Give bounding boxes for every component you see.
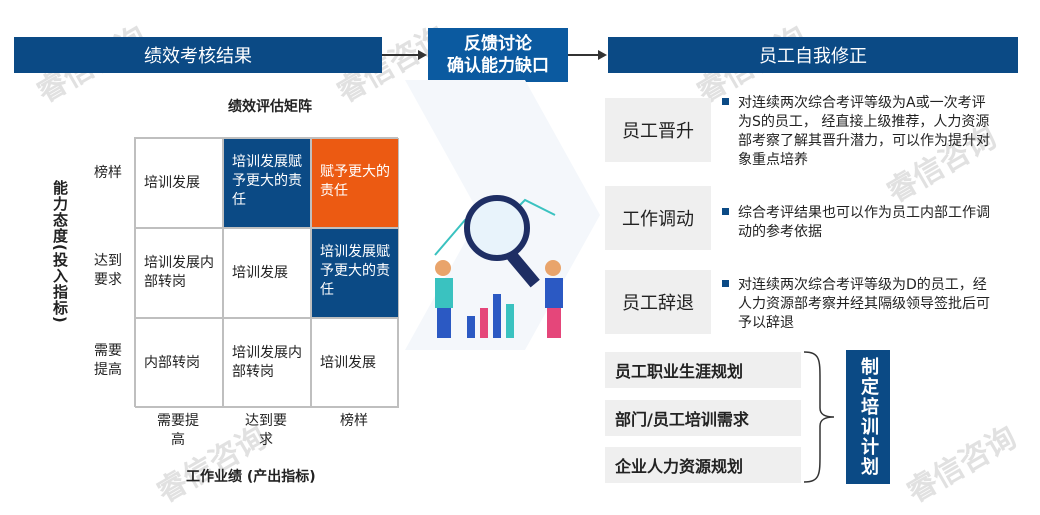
action-description: 对连续两次综合考评等级为D的员工，经人力资源部考察并经其隔级领导签批后可予以辞退	[722, 276, 992, 333]
flow-arrow	[568, 54, 600, 56]
flow-arrow-head	[418, 50, 427, 60]
bullet-icon	[722, 280, 729, 287]
evaluation-matrix: 培训发展 培训发展赋予更大的责任 赋予更大的责任 培训发展内部转岗 培训发展 培…	[134, 137, 399, 408]
bar-icon	[506, 304, 514, 338]
bar-icon	[493, 294, 501, 338]
person-body-icon	[435, 278, 453, 308]
action-description-text: 对连续两次综合考评等级为D的员工，经人力资源部考察并经其隔级领导签批后可予以辞退	[738, 277, 990, 331]
x-axis-label: 工作业绩 (产出指标)	[186, 469, 316, 485]
action-description: 综合考评结果也可以作为员工内部工作调动的参考依据	[722, 204, 992, 242]
matrix-cell: 培训发展内部转岗	[135, 228, 223, 318]
results-header: 绩效考核结果	[14, 37, 382, 73]
person-legs-icon	[547, 308, 561, 338]
matrix-cell: 培训发展	[135, 138, 223, 228]
feedback-header: 反馈讨论 确认能力缺口	[428, 28, 568, 82]
brace-icon	[803, 351, 835, 483]
person-legs-icon	[437, 308, 451, 338]
row-label: 榜样	[94, 165, 122, 181]
person-head-icon	[545, 260, 561, 276]
matrix-cell: 赋予更大的责任	[311, 138, 399, 228]
matrix-cell: 培训发展	[311, 318, 399, 408]
bullet-icon	[722, 208, 729, 215]
row-label: 达到要求	[94, 253, 122, 288]
bullet-icon	[722, 98, 729, 105]
matrix-cell: 培训发展内部转岗	[223, 318, 311, 408]
matrix-cell: 培训发展	[223, 228, 311, 318]
plan-item: 部门/员工培训需求	[605, 400, 801, 436]
flow-arrow	[382, 54, 420, 56]
col-label: 达到要求	[245, 413, 287, 448]
col-label: 榜样	[340, 413, 368, 429]
results-header-label: 绩效考核结果	[144, 46, 252, 67]
self-correction-header: 员工自我修正	[608, 37, 1018, 73]
action-description-text: 综合考评结果也可以作为员工内部工作调动的参考依据	[738, 205, 990, 240]
row-label: 需要提高	[94, 343, 122, 378]
person-body-icon	[545, 278, 563, 308]
matrix-cell: 培训发展赋予更大的责任	[223, 138, 311, 228]
feedback-header-line1: 反馈讨论	[464, 34, 532, 54]
matrix-cell: 内部转岗	[135, 318, 223, 408]
action-label: 员工晋升	[622, 121, 694, 142]
bar-icon	[467, 316, 475, 338]
matrix-title: 绩效评估矩阵	[228, 99, 312, 115]
action-label: 员工辞退	[622, 293, 694, 314]
plan-item: 企业人力资源规划	[605, 447, 801, 483]
training-plan-box: 制定培训计划	[846, 350, 890, 484]
y-axis-label: 能力态度(投入指标)	[51, 180, 69, 324]
person-head-icon	[435, 260, 451, 276]
plan-item: 员工职业生涯规划	[605, 352, 801, 388]
action-label: 工作调动	[622, 209, 694, 230]
action-promotion: 员工晋升	[605, 98, 711, 162]
analysis-illustration	[405, 80, 600, 350]
watermark: 睿信咨询	[901, 419, 1023, 511]
action-transfer: 工作调动	[605, 186, 711, 250]
action-description: 对连续两次综合考评等级为A或一次考评为S的员工， 经直接上级推荐，人力资源部考察…	[722, 94, 992, 170]
action-description-text: 对连续两次综合考评等级为A或一次考评为S的员工， 经直接上级推荐，人力资源部考察…	[738, 95, 990, 168]
bar-icon	[480, 308, 488, 338]
col-label: 需要提高	[157, 413, 199, 448]
magnifier-lens-icon	[464, 195, 530, 261]
action-dismissal: 员工辞退	[605, 270, 711, 334]
self-correction-header-label: 员工自我修正	[759, 46, 867, 67]
feedback-header-line2: 确认能力缺口	[447, 56, 549, 76]
matrix-cell: 培训发展赋予更大的责任	[311, 228, 399, 318]
flow-arrow-head	[598, 50, 607, 60]
magnifier-handle-icon	[506, 250, 540, 288]
